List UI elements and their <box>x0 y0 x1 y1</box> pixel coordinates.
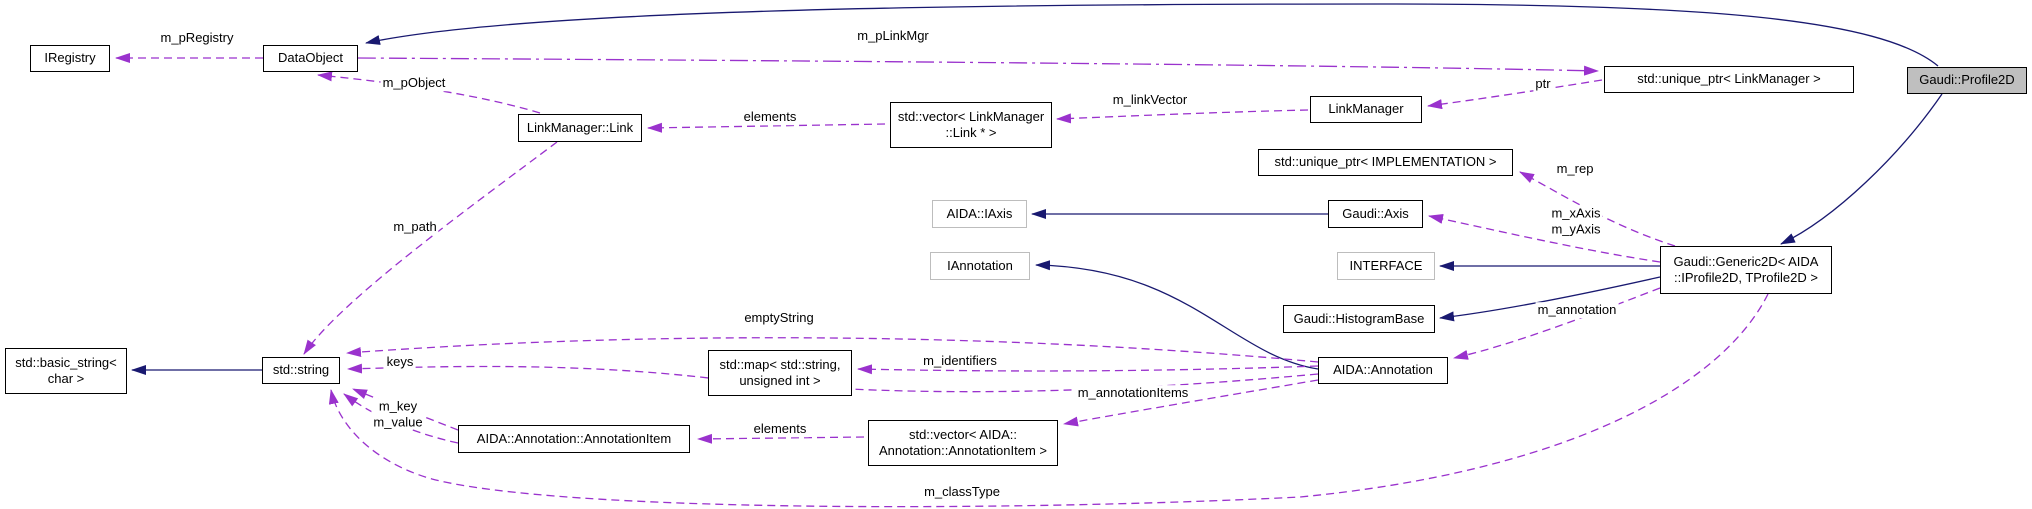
node-gaudi-generic2d[interactable]: Gaudi::Generic2D< AIDA ::IProfile2D, TPr… <box>1660 246 1832 294</box>
edge-annotation-to-iannotation <box>1035 260 1319 370</box>
node-iregistry[interactable]: IRegistry <box>30 45 110 72</box>
node-std-map[interactable]: std::map< std::string, unsigned int > <box>708 350 852 396</box>
edge-label-m-xaxis-m-yaxis: m_xAxis m_yAxis <box>1549 205 1603 237</box>
edge-label-m-pregistry: m_pRegistry <box>158 30 236 46</box>
edge-label-m-linkvector: m_linkVector <box>1110 92 1190 108</box>
node-gaudi-histogrambase[interactable]: Gaudi::HistogramBase <box>1283 305 1435 333</box>
edge-label-keys: keys <box>384 354 416 370</box>
node-std-unique-ptr-linkmanager[interactable]: std::unique_ptr< LinkManager > <box>1604 66 1854 93</box>
node-aida-annotation[interactable]: AIDA::Annotation <box>1318 357 1448 384</box>
edge-label-m-key-m-value: m_key m_value <box>371 398 425 430</box>
node-linkmanager-link[interactable]: LinkManager::Link <box>518 114 642 142</box>
edge-label-m-classtype: m_classType <box>922 484 1002 500</box>
edge-label-elements-links: elements <box>741 109 799 125</box>
node-interface: INTERFACE <box>1337 252 1435 280</box>
edge-label-ptr: ptr <box>1533 76 1553 92</box>
edge-label-m-identifiers: m_identifiers <box>921 353 999 369</box>
node-iannotation: IAnnotation <box>930 252 1030 280</box>
node-gaudi-profile2d: Gaudi::Profile2D <box>1907 67 2027 94</box>
node-std-vector-linkmanager-link[interactable]: std::vector< LinkManager ::Link * > <box>890 102 1052 148</box>
edge-label-m-pobject: m_pObject <box>380 75 448 91</box>
edge-label-emptystring: emptyString <box>742 310 816 326</box>
edge-label-m-plinkmgr: m_pLinkMgr <box>855 28 931 44</box>
node-std-string[interactable]: std::string <box>262 357 340 384</box>
edge-m-linkvector <box>1056 109 1309 124</box>
node-aida-iaxis: AIDA::IAxis <box>932 200 1027 228</box>
edge-ptr <box>1427 79 1603 110</box>
edge-m-annotation <box>1453 287 1661 360</box>
node-dataobject[interactable]: DataObject <box>263 45 358 72</box>
edge-label-m-rep: m_rep <box>1554 161 1596 177</box>
edge-m-plinkmgr <box>357 57 1599 76</box>
edge-elements-items <box>697 433 865 444</box>
edge-label-m-annotation: m_annotation <box>1535 302 1619 318</box>
node-gaudi-axis[interactable]: Gaudi::Axis <box>1328 200 1423 228</box>
edge-label-m-annotationitems: m_annotationItems <box>1075 385 1191 401</box>
node-std-basic-string[interactable]: std::basic_string< char > <box>5 348 127 394</box>
edge-profile2d-to-dataobject <box>365 3 1939 67</box>
edge-profile2d-to-generic2d <box>1780 93 1943 245</box>
edge-label-m-path: m_path <box>391 219 439 235</box>
node-std-unique-ptr-implementation[interactable]: std::unique_ptr< IMPLEMENTATION > <box>1258 149 1513 176</box>
edge-m-path <box>303 141 558 355</box>
node-linkmanager[interactable]: LinkManager <box>1310 96 1422 123</box>
edge-m-classtype <box>328 293 1769 508</box>
node-aida-annotation-annotationitem[interactable]: AIDA::Annotation::AnnotationItem <box>458 425 690 453</box>
edge-label-elements-items: elements <box>751 421 809 437</box>
edge-m-xaxis-m-yaxis <box>1428 214 1661 263</box>
node-std-vector-annotationitem[interactable]: std::vector< AIDA:: Annotation::Annotati… <box>868 420 1058 466</box>
